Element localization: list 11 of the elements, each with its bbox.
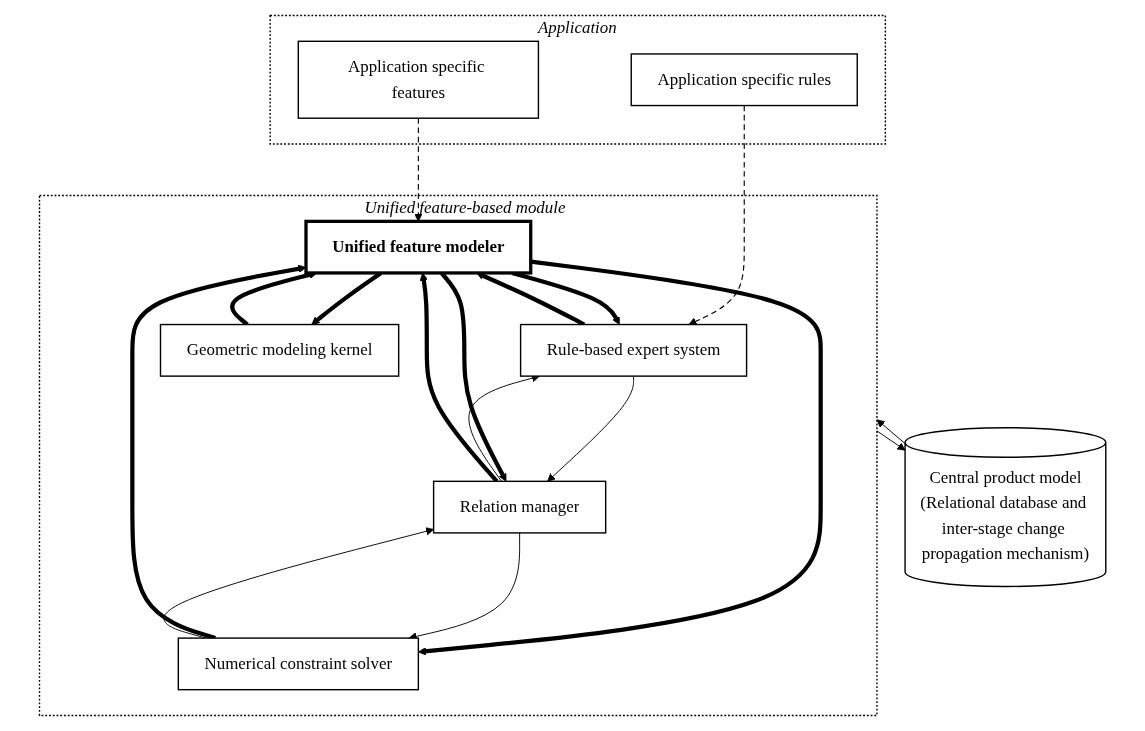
node-box: Application specific features: [297, 40, 539, 119]
arrow: [419, 272, 499, 483]
node-box: Numerical constraint solver: [177, 637, 419, 691]
node-box: Rule-based expert system: [519, 323, 748, 377]
node-box: Relation manager: [432, 480, 607, 534]
node-box: Geometric modeling kernel: [159, 323, 400, 377]
arrow: [414, 117, 423, 222]
node-box: Application specific rules: [630, 53, 858, 107]
arrow: [417, 259, 823, 656]
node-box: Unified feature modeler: [304, 219, 533, 275]
arrow: [688, 104, 745, 326]
